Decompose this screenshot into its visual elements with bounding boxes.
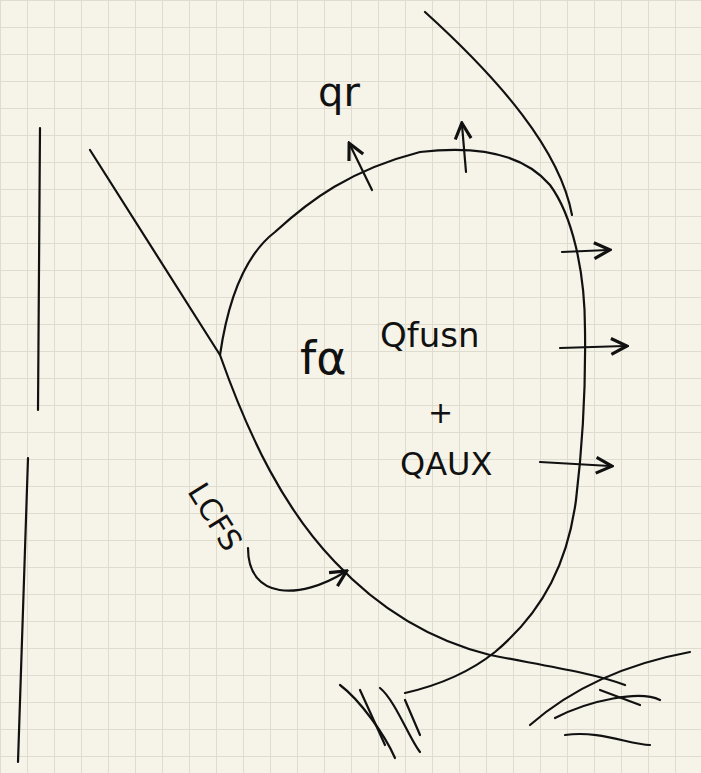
heat-flux-arrow	[540, 462, 610, 466]
heat-flux-arrow	[562, 250, 608, 252]
plus-sign: +	[428, 398, 453, 428]
fusion-power-label: Qfusn	[380, 318, 480, 352]
wall-line	[18, 458, 28, 762]
alpha-fraction-label: fα	[300, 335, 347, 381]
aux-power-label: QAUX	[400, 448, 492, 480]
separatrix-leg	[90, 150, 220, 355]
heat-flux-arrow	[462, 125, 466, 172]
heat-flux-arrow	[560, 346, 625, 348]
lcfs-pointer-arrow	[248, 548, 345, 591]
heat-flux-label: qr	[318, 72, 360, 112]
lcfs-line	[220, 355, 625, 685]
lcfs-label: LCFS	[183, 478, 247, 556]
divertor-hatching	[340, 652, 690, 758]
wall-line	[38, 128, 40, 410]
heat-flux-arrow	[350, 145, 372, 190]
plasma-boundary	[220, 150, 585, 693]
